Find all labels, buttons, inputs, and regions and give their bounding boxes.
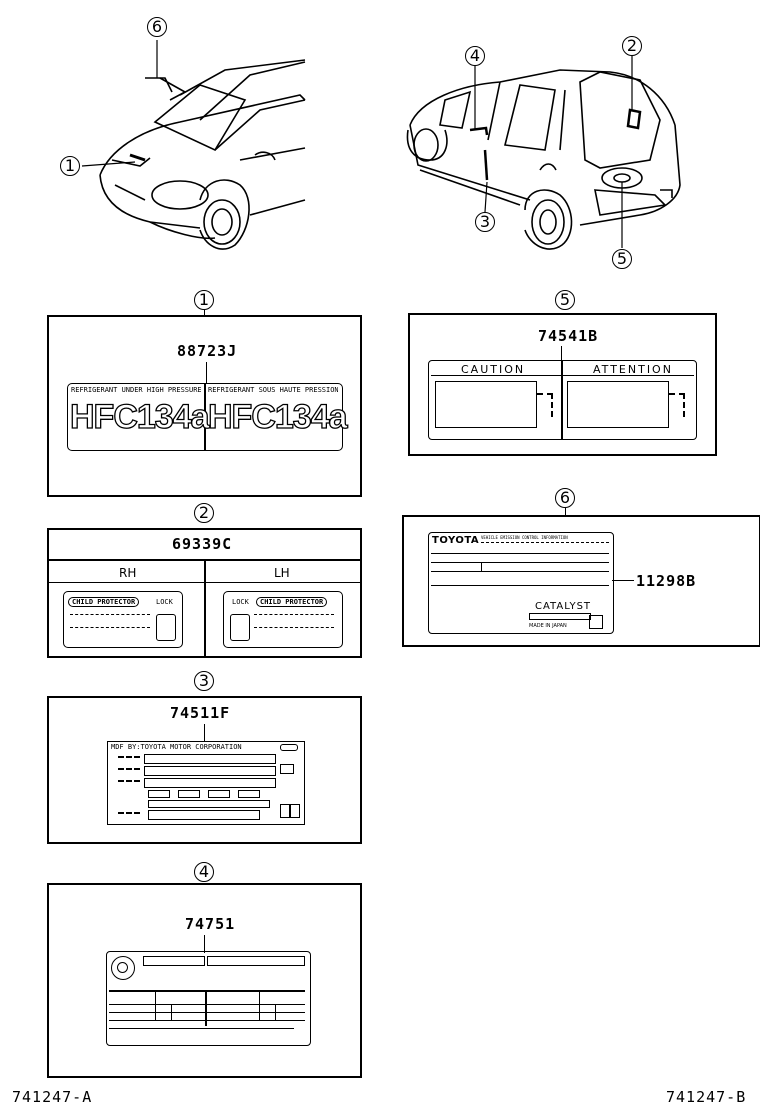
callout-2: 2 <box>194 503 214 523</box>
label-1-panel: 88723J REFRIGERANT UNDER HIGH PRESSURE R… <box>47 315 362 497</box>
callout-3-car: 3 <box>475 212 495 232</box>
callout-6: 6 <box>555 488 575 508</box>
callout-2-car: 2 <box>622 36 642 56</box>
callout-1: 1 <box>194 290 214 310</box>
vehicle-illustrations <box>81 40 681 250</box>
label-2-panel: 69339C RH LH CHILD PROTECTOR LOCK LOCK C… <box>47 528 362 658</box>
part-number-74751: 74751 <box>185 915 236 933</box>
hfc134a-text-left: HFC134a <box>69 397 210 436</box>
callout-3: 3 <box>194 671 214 691</box>
front-car-drawing <box>99 59 306 250</box>
part-number-74511F: 74511F <box>170 704 231 722</box>
figure-code-right: 741247-B <box>666 1088 747 1106</box>
warning-text-right: REFRIGERANT SOUS HAUTE PRESSION <box>208 386 338 394</box>
callout-5: 5 <box>555 290 575 310</box>
part-number-11298B: 11298B <box>636 572 697 590</box>
caution-attention-sticker: CAUTION ATTENTION <box>428 360 697 440</box>
callout-1-car: 1 <box>60 156 80 176</box>
hfc134a-sticker: REFRIGERANT UNDER HIGH PRESSURE REFRIGER… <box>67 383 348 451</box>
emission-control-sticker: TOYOTA VEHICLE EMISSION CONTROL INFORMAT… <box>428 532 614 634</box>
toyota-text: TOYOTA <box>432 535 480 546</box>
lh-label: LH <box>274 566 290 580</box>
figure-code-left: 741247-A <box>12 1088 93 1106</box>
child-protector-sticker-rh: CHILD PROTECTOR LOCK <box>63 591 183 648</box>
rh-label: RH <box>119 566 137 580</box>
label-5-panel: 74541B CAUTION ATTENTION <box>408 313 717 456</box>
callout-5-car: 5 <box>612 249 632 269</box>
tire-info-sticker <box>106 951 311 1046</box>
tire-icon <box>111 956 135 980</box>
vin-plate-sticker: MDF BY:TOYOTA MOTOR CORPORATION <box>107 741 305 825</box>
callout-4-car: 4 <box>465 46 485 66</box>
warning-text-left: REFRIGERANT UNDER HIGH PRESSURE <box>71 386 201 394</box>
catalyst-text: CATALYST <box>535 601 592 612</box>
callout-4: 4 <box>194 862 214 882</box>
part-number-74541B: 74541B <box>538 327 599 345</box>
emission-title-text: VEHICLE EMISSION CONTROL INFORMATION <box>481 535 568 540</box>
label-6-panel: TOYOTA VEHICLE EMISSION CONTROL INFORMAT… <box>402 515 760 647</box>
child-protector-sticker-lh: LOCK CHILD PROTECTOR <box>223 591 343 648</box>
label-4-panel: 74751 <box>47 883 362 1078</box>
callout-6-car: 6 <box>147 17 167 37</box>
part-number-88723J: 88723J <box>177 342 238 360</box>
caution-text: CAUTION <box>461 363 526 376</box>
part-number-69339C: 69339C <box>172 535 233 553</box>
hfc134a-text-right: HFC134a <box>207 397 348 436</box>
rear-car-drawing <box>406 69 681 250</box>
attention-text: ATTENTION <box>593 363 673 376</box>
label-3-panel: 74511F MDF BY:TOYOTA MOTOR CORPORATION <box>47 696 362 844</box>
manufacturer-text: MDF BY:TOYOTA MOTOR CORPORATION <box>111 743 242 751</box>
made-in-text: MADE IN JAPAN <box>529 623 567 629</box>
